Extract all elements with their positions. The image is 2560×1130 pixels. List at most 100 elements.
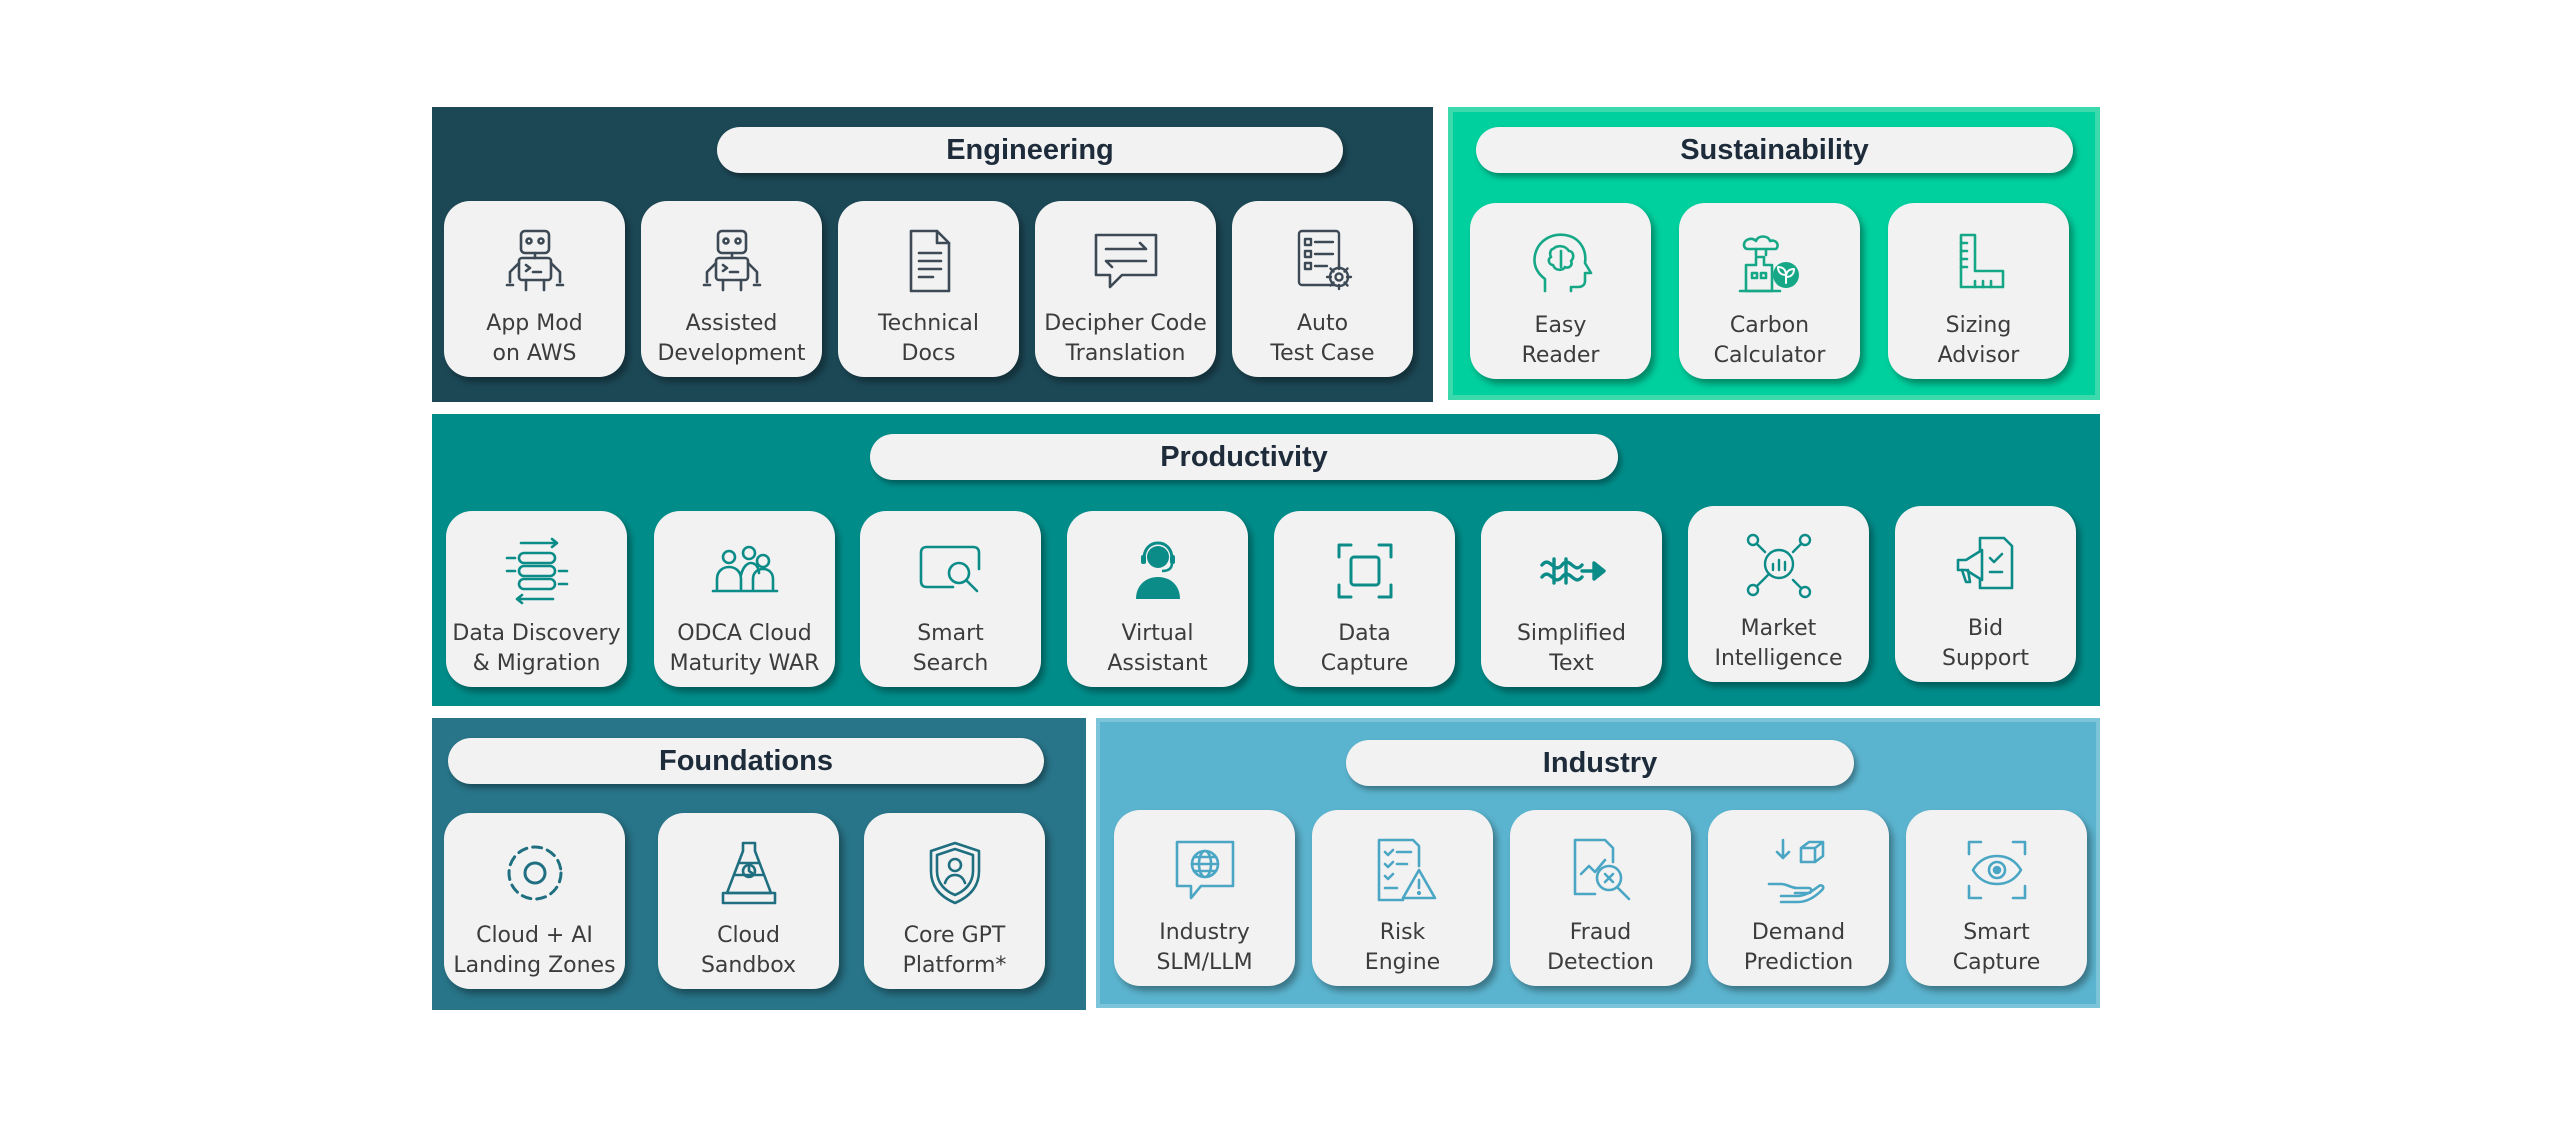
card-label-line1: Smart: [1963, 920, 2030, 945]
card-cloud-sandbox[interactable]: Cloud Sandbox: [658, 813, 839, 989]
factory-leaf-icon: [1730, 223, 1810, 303]
robot-icon: [495, 221, 575, 301]
sandbox-tower-icon: [709, 833, 789, 913]
card-label-line2: Landing Zones: [453, 953, 616, 978]
card-bid-support[interactable]: Bid Support: [1895, 506, 2076, 682]
card-label-line1: Data Discovery: [452, 621, 621, 646]
card-label-line1: Decipher Code: [1044, 311, 1207, 336]
card-cloud-ai-landing-zones[interactable]: Cloud + AI Landing Zones: [444, 813, 625, 989]
card-core-gpt-platform[interactable]: Core GPT Platform*: [864, 813, 1045, 989]
card-label-line1: Smart: [917, 621, 984, 646]
head-brain-icon: [1521, 223, 1601, 303]
card-assisted-development[interactable]: Assisted Development: [641, 201, 822, 377]
foundations-panel: Foundations Cloud + AI Landing Zones Clo…: [432, 718, 1086, 1010]
card-label-line1: Auto: [1296, 311, 1349, 336]
card-label-line2: Support: [1942, 646, 2029, 671]
card-market-intelligence[interactable]: Market Intelligence: [1688, 506, 1869, 682]
card-odca-cloud-maturity-war[interactable]: ODCA Cloud Maturity WAR: [654, 511, 835, 687]
card-label-line2: Sandbox: [700, 953, 797, 978]
card-label-line2: Prediction: [1743, 950, 1854, 975]
card-carbon-calculator[interactable]: Carbon Calculator: [1679, 203, 1860, 379]
card-label-line1: Fraud: [1569, 920, 1632, 945]
card-label-line2: Test Case: [1270, 341, 1375, 366]
card-label-line2: Reader: [1521, 343, 1600, 368]
card-label-line2: Engine: [1364, 950, 1441, 975]
card-risk-engine[interactable]: Risk Engine: [1312, 810, 1493, 986]
card-label-line1: Bid: [1967, 616, 2004, 641]
megaphone-doc-icon: [1946, 526, 2026, 606]
card-easy-reader[interactable]: Easy Reader: [1470, 203, 1651, 379]
card-label-line1: Industry: [1159, 920, 1250, 945]
shield-user-icon: [915, 833, 995, 913]
card-label-line1: Market: [1740, 616, 1817, 641]
card-label-line1: App Mod: [486, 311, 583, 336]
card-technical-docs[interactable]: Technical Docs: [838, 201, 1019, 377]
card-label-line2: Capture: [1952, 950, 2041, 975]
card-label-line1: Simplified: [1516, 621, 1627, 646]
card-label-line2: Intelligence: [1714, 646, 1843, 671]
card-label-line1: ODCA Cloud: [677, 621, 812, 646]
card-label-line2: & Migration: [472, 651, 601, 676]
card-label-line2: Text: [1549, 651, 1594, 676]
ruler-icon: [1939, 223, 2019, 303]
database-migration-icon: [497, 531, 577, 611]
search-window-icon: [911, 531, 991, 611]
card-label-line2: Platform*: [902, 953, 1007, 978]
network-magnifier-icon: [1739, 526, 1819, 606]
card-label-line1: Easy: [1534, 313, 1587, 338]
card-label-line1: Technical: [877, 311, 980, 336]
card-label-line2: Docs: [901, 341, 956, 366]
card-data-discovery-migration[interactable]: Data Discovery & Migration: [446, 511, 627, 687]
globe-chat-icon: [1165, 830, 1245, 910]
card-label-line1: Demand: [1751, 920, 1846, 945]
eye-scan-icon: [1957, 830, 2037, 910]
card-label-line1: Cloud: [717, 923, 780, 948]
card-sizing-advisor[interactable]: Sizing Advisor: [1888, 203, 2069, 379]
document-icon: [889, 221, 969, 301]
card-label-line1: Cloud + AI: [476, 923, 593, 948]
card-virtual-assistant[interactable]: Virtual Assistant: [1067, 511, 1248, 687]
card-label-line1: Core GPT: [903, 923, 1006, 948]
card-smart-capture[interactable]: Smart Capture: [1906, 810, 2087, 986]
engineering-title: Engineering: [717, 127, 1343, 173]
card-smart-search[interactable]: Smart Search: [860, 511, 1041, 687]
card-label-line2: Calculator: [1713, 343, 1826, 368]
card-label-line2: on AWS: [492, 341, 577, 366]
fraud-magnifier-icon: [1561, 830, 1641, 910]
team-meeting-icon: [705, 531, 785, 611]
card-app-mod-on-aws[interactable]: App Mod on AWS: [444, 201, 625, 377]
card-label-line1: Sizing: [1945, 313, 2012, 338]
card-simplified-text[interactable]: Simplified Text: [1481, 511, 1662, 687]
card-label-line2: Translation: [1065, 341, 1186, 366]
card-demand-prediction[interactable]: Demand Prediction: [1708, 810, 1889, 986]
card-fraud-detection[interactable]: Fraud Detection: [1510, 810, 1691, 986]
card-label-line2: Advisor: [1937, 343, 2020, 368]
robot-terminal-icon: [692, 221, 772, 301]
target-ring-icon: [495, 833, 575, 913]
risk-warning-icon: [1363, 830, 1443, 910]
card-label-line2: Capture: [1320, 651, 1409, 676]
card-label-line1: Carbon: [1729, 313, 1810, 338]
headset-agent-icon: [1118, 531, 1198, 611]
card-label-line1: Assisted: [685, 311, 778, 336]
card-label-line2: Detection: [1547, 950, 1654, 975]
card-label-line2: Development: [657, 341, 806, 366]
sustainability-panel: Sustainability Easy Reader: [1448, 107, 2100, 400]
card-label-line1: Virtual: [1121, 621, 1194, 646]
card-industry-slm-llm[interactable]: Industry SLM/LLM: [1114, 810, 1295, 986]
card-label-line2: Maturity WAR: [669, 651, 820, 676]
card-label-line1: Data: [1338, 621, 1391, 646]
productivity-title: Productivity: [870, 434, 1618, 480]
card-decipher-code-translation[interactable]: Decipher Code Translation: [1035, 201, 1216, 377]
engineering-panel: Engineering App Mod on AWS: [432, 107, 1433, 402]
checklist-gear-icon: [1283, 221, 1363, 301]
chat-exchange-icon: [1086, 221, 1166, 301]
industry-panel: Industry Industry SLM/LLM Risk Engine: [1096, 718, 2100, 1008]
card-auto-test-case[interactable]: Auto Test Case: [1232, 201, 1413, 377]
flow-arrow-icon: [1532, 531, 1612, 611]
card-data-capture[interactable]: Data Capture: [1274, 511, 1455, 687]
capture-frame-icon: [1325, 531, 1405, 611]
industry-title: Industry: [1346, 740, 1854, 786]
foundations-title: Foundations: [448, 738, 1044, 784]
card-label-line1: Risk: [1379, 920, 1426, 945]
